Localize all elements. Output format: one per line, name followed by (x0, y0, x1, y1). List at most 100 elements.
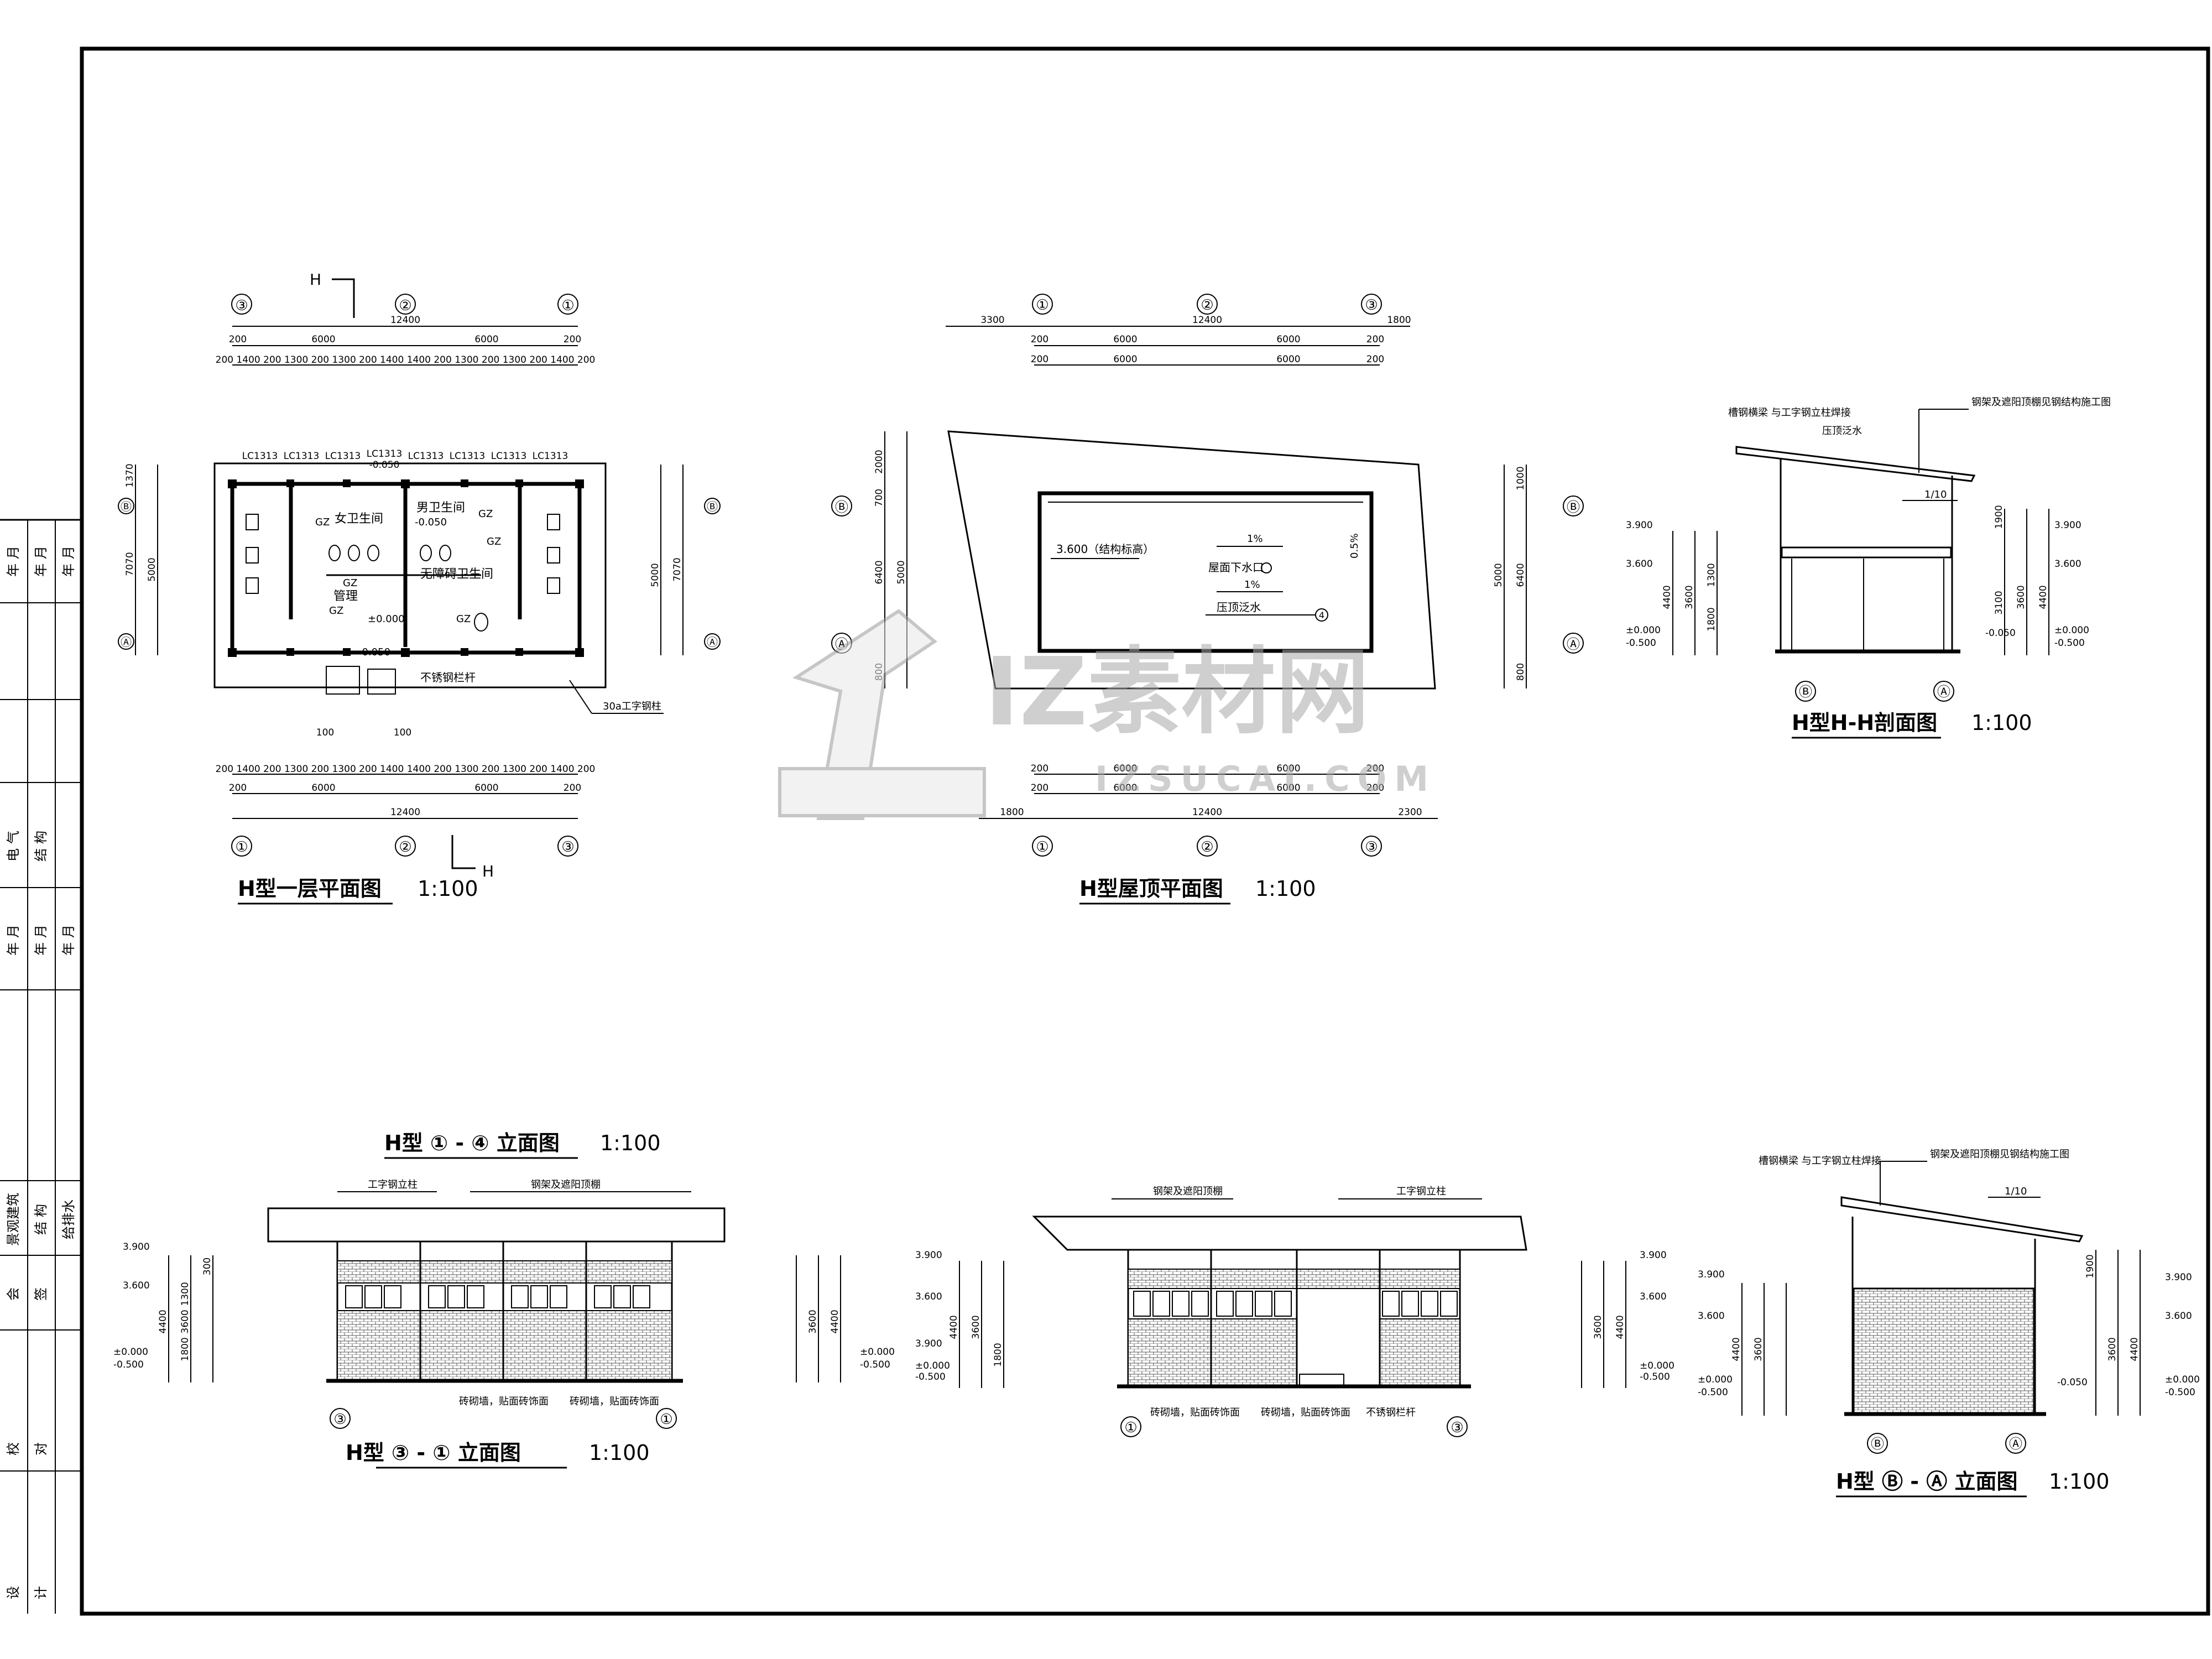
section-slope: 1/10 (1924, 489, 1947, 500)
elevation-b-a-view: 槽钢横梁 与工字钢立柱焊接 钢架及遮阳顶棚见钢结构施工图 1/10 3.900 … (1698, 1149, 2200, 1498)
elev13-dim-4400-r: 4400 (1615, 1315, 1626, 1339)
plan-window-4: LC1313 (367, 448, 403, 460)
plan-level-wc: -0.050 (415, 517, 447, 528)
plan-view: ③ ② ① H 12400 200 6000 6000 200 200 1400… (118, 270, 721, 905)
elev31-wall-b: 砖砌墙，贴面砖饰面 (570, 1396, 659, 1407)
plan-window-3: LC1313 (325, 451, 361, 462)
plan-dim-bottom-bay-1: 200 (229, 782, 247, 794)
elevba-level-r4: -0.500 (2165, 1387, 2195, 1398)
elev13-wall-b: 砖砌墙，贴面砖饰面 (1261, 1407, 1350, 1418)
elev31-level-r4: -0.500 (860, 1359, 890, 1370)
elevba-dim-1900-r: 1900 (2085, 1254, 2096, 1278)
roof-note-slope1: 1% (1247, 533, 1263, 545)
plan-dim-bay-1: 200 (229, 334, 247, 345)
plan-section-mark-top: H (310, 270, 321, 289)
elev13-dim-4400: 4400 (948, 1315, 959, 1339)
roof-title: H型屋顶平面图 (1079, 877, 1223, 901)
elev13-label-roof: 钢架及遮阳顶棚 (1153, 1186, 1223, 1197)
tb-r6-left: 会 (6, 1287, 21, 1301)
plan-level-in: ±0.000 (368, 613, 405, 625)
elev31-label-col: 工字钢立柱 (368, 1179, 418, 1191)
roof-dim-left-3: 5000 (896, 560, 907, 584)
plan-title: H型一层平面图 (238, 877, 382, 901)
plan-level-out: -0.050 (358, 646, 390, 658)
plan-window-1: LC1313 (242, 451, 278, 462)
roof-dim-right-0: 1000 (1515, 466, 1526, 490)
section-dim-3600-r: 3600 (2016, 585, 2027, 609)
roof-dim-left-0: 2000 (874, 450, 885, 473)
elev31-level-l1: 3.900 (123, 1241, 150, 1253)
section-dim-1900-r: 1900 (1994, 505, 2005, 529)
roof-dim-top-right: 1800 (1387, 315, 1411, 326)
section-dim-1800-l: 1800 (1706, 607, 1717, 631)
elevba-level-l4: -0.500 (1698, 1387, 1728, 1398)
roof-axis-right-b: Ⓑ (1567, 499, 1580, 515)
roof-plan-view: ① ② ③ 3300 12400 1800 200 6000 6000 200 … (831, 294, 1584, 905)
elevba-axis-b: Ⓑ (1871, 1436, 1884, 1452)
section-title: H型H-H剖面图 (1792, 711, 1937, 735)
plan-dim-total-bottom: 12400 (390, 807, 420, 818)
elev31-dim-3600: 3600 (180, 1310, 191, 1333)
roof-dim-bottom-bay-3: 6000 (1276, 763, 1300, 774)
plan-dim-left-total: 7070 (124, 552, 135, 576)
roof-axis-bottom-3: ③ (1365, 839, 1378, 855)
elev13-level-r3: ±0.000 (1640, 1360, 1674, 1371)
elev13-level-l1: 3.900 (915, 1250, 942, 1261)
plan-axis-bottom-2: ② (399, 839, 411, 855)
watermark-main: IZ素材网 (984, 638, 1370, 747)
tb-r8-mid: 对 (33, 1442, 49, 1455)
elev31-label-roof: 钢架及遮阳顶棚 (531, 1179, 601, 1191)
elev14-scale: 1:100 (600, 1131, 661, 1155)
roof-dim-top2-bay-3: 6000 (1276, 354, 1300, 365)
elev13-level-r4: -0.500 (1640, 1371, 1670, 1383)
roof-note-drain: 屋面下水口 (1208, 561, 1264, 574)
elev31-level-l2: 3.600 (123, 1280, 150, 1291)
elev31-axis-3: ③ (333, 1411, 346, 1428)
plan-gz-5: GZ (456, 613, 471, 625)
plan-axis-right-a: Ⓐ (707, 635, 718, 649)
elev13-axis-3: ③ (1451, 1420, 1463, 1436)
tb-r3-right: 年 月 (61, 925, 76, 956)
roof-dim-bottom2-bay-4: 200 (1366, 782, 1384, 794)
elev31-scale: 1:100 (589, 1441, 650, 1465)
plan-railing: 不锈钢栏杆 (420, 671, 476, 684)
tb-r3-left: 年 月 (6, 925, 21, 956)
elev13-rail: 不锈钢栏杆 (1366, 1407, 1416, 1418)
roof-axis-bottom-2: ② (1201, 839, 1213, 855)
roof-dim-left-1: 700 (874, 489, 885, 507)
roof-note-slope2: 1% (1244, 579, 1260, 591)
tb-r3-mid: 年 月 (33, 925, 49, 956)
elev31-title: H型 ③ - ① 立面图 (346, 1441, 521, 1465)
elevba-note-left: 槽钢横梁 与工字钢立柱焊接 (1759, 1155, 1881, 1167)
tb-r2-mid: 结 构 (33, 831, 49, 862)
plan-gz-6: GZ (487, 536, 501, 547)
elevba-scale: 1:100 (2049, 1469, 2110, 1494)
elev13-level-l4: ±0.000 (915, 1360, 950, 1371)
elev31-dim-1300: 1300 (180, 1282, 191, 1306)
section-level-l4: -0.500 (1626, 638, 1656, 649)
elevation-1-3-view: 钢架及遮阳顶棚 工字钢立柱 砖砌墙，贴面砖饰面 砖砌墙，贴面砖饰面 不锈钢栏杆 … (915, 1186, 1674, 1437)
tb-r5-right: 给排水 (61, 1199, 76, 1239)
roof-axis-bottom-1: ① (1036, 839, 1048, 855)
elev13-level-r2: 3.600 (1640, 1291, 1667, 1302)
plan-axis-left-a: Ⓐ (121, 635, 132, 649)
elev13-level-l5: -0.500 (915, 1371, 946, 1383)
roof-dim-bottom-left: 1800 (1000, 807, 1024, 818)
roof-dim-left-2: 6400 (874, 560, 885, 584)
roof-note-elev: 3.600（结构标高） (1056, 542, 1154, 556)
section-axis-a: Ⓐ (1937, 684, 1950, 700)
plan-room-manage: 管理 (333, 589, 358, 603)
plan-axis-left-b: Ⓑ (121, 500, 132, 513)
roof-note-callout: 4 (1319, 610, 1324, 620)
tb-r0-mid: 年 月 (33, 546, 49, 577)
plan-column-note: 30a工字钢柱 (603, 701, 661, 712)
elevba-title: H型 Ⓑ - Ⓐ 立面图 (1836, 1469, 2018, 1494)
section-axis-b: Ⓑ (1799, 684, 1812, 700)
plan-dim-bottom-bay-3: 6000 (474, 782, 498, 794)
roof-axis-top-1: ① (1036, 297, 1048, 314)
plan-axis-bottom-3: ③ (561, 839, 574, 855)
roof-dim-bottom-bay-2: 6000 (1113, 763, 1137, 774)
elev13-wall-a: 砖砌墙，贴面砖饰面 (1150, 1407, 1240, 1418)
plan-axis-right-b: Ⓑ (707, 500, 718, 513)
